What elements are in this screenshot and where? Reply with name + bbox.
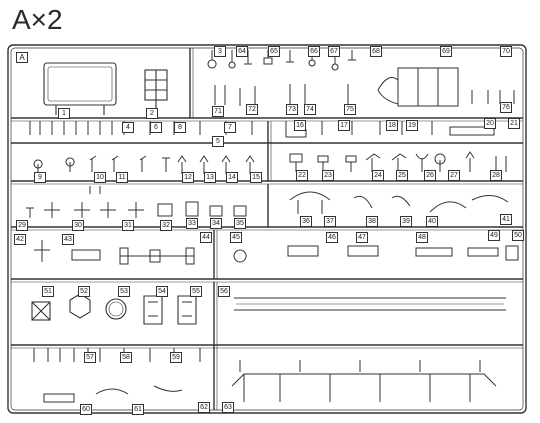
part-number: 67 (328, 46, 340, 57)
part-number: 6 (150, 122, 162, 133)
part-number: 27 (448, 170, 460, 181)
part-number: 57 (84, 352, 96, 363)
part-number: 38 (366, 216, 378, 227)
part-number: 20 (484, 118, 496, 129)
part-number: 26 (424, 170, 436, 181)
part-number: 25 (396, 170, 408, 181)
part-number: 48 (416, 232, 428, 243)
part-number: 31 (122, 220, 134, 231)
part-number: 55 (190, 286, 202, 297)
part-number: 18 (386, 120, 398, 131)
part-number: 30 (72, 220, 84, 231)
part-number: 23 (322, 170, 334, 181)
part-number: 45 (230, 232, 242, 243)
part-number: 44 (200, 232, 212, 243)
part-number: 2 (146, 108, 158, 119)
part-number: 46 (326, 232, 338, 243)
part-number: 8 (174, 122, 186, 133)
part-number: 32 (160, 220, 172, 231)
sprue-letter: A (16, 52, 28, 63)
part-number: 37 (324, 216, 336, 227)
part-number: 75 (344, 104, 356, 115)
part-number: 34 (210, 218, 222, 229)
part-number: 68 (370, 46, 382, 57)
part-number: 13 (204, 172, 216, 183)
part-number: 4 (122, 122, 134, 133)
part-number: 62 (198, 402, 210, 413)
part-number: 11 (116, 172, 128, 183)
part-number: 73 (286, 104, 298, 115)
part-number: 61 (132, 404, 144, 415)
part-number: 53 (118, 286, 130, 297)
part-number: 66 (308, 46, 320, 57)
part-number: 21 (508, 118, 520, 129)
part-number: 12 (182, 172, 194, 183)
part-number: 60 (80, 404, 92, 415)
part-number: 52 (78, 286, 90, 297)
part-number: 47 (356, 232, 368, 243)
part-number: 28 (490, 170, 502, 181)
part-number: 74 (304, 104, 316, 115)
part-number: 14 (226, 172, 238, 183)
part-number: 76 (500, 102, 512, 113)
part-number: 64 (236, 46, 248, 57)
part-number: 35 (234, 218, 246, 229)
part-number: 15 (250, 172, 262, 183)
part-number: 56 (218, 286, 230, 297)
part-number: 59 (170, 352, 182, 363)
part-number: 40 (426, 216, 438, 227)
sprue-title: A×2 (12, 4, 63, 35)
part-number: 42 (14, 234, 26, 245)
part-number: 63 (222, 402, 234, 413)
part-number: 1 (58, 108, 70, 119)
part-number: 54 (156, 286, 168, 297)
part-number: 65 (268, 46, 280, 57)
part-number: 10 (94, 172, 106, 183)
part-number: 43 (62, 234, 74, 245)
part-number: 58 (120, 352, 132, 363)
part-number: 41 (500, 214, 512, 225)
part-number: 22 (296, 170, 308, 181)
part-number: 19 (406, 120, 418, 131)
part-number: 33 (186, 218, 198, 229)
part-number: 9 (34, 172, 46, 183)
part-number: 3 (214, 46, 226, 57)
part-number: 29 (16, 220, 28, 231)
part-number: 16 (294, 120, 306, 131)
part-number: 24 (372, 170, 384, 181)
part-number: 7 (224, 122, 236, 133)
part-number: 5 (212, 136, 224, 147)
part-number: 17 (338, 120, 350, 131)
part-number: 72 (246, 104, 258, 115)
part-number: 49 (488, 230, 500, 241)
part-number: 71 (212, 106, 224, 117)
part-number: 50 (512, 230, 524, 241)
part-number: 51 (42, 286, 54, 297)
part-number: 69 (440, 46, 452, 57)
part-number: 39 (400, 216, 412, 227)
part-number: 36 (300, 216, 312, 227)
part-number: 70 (500, 46, 512, 57)
